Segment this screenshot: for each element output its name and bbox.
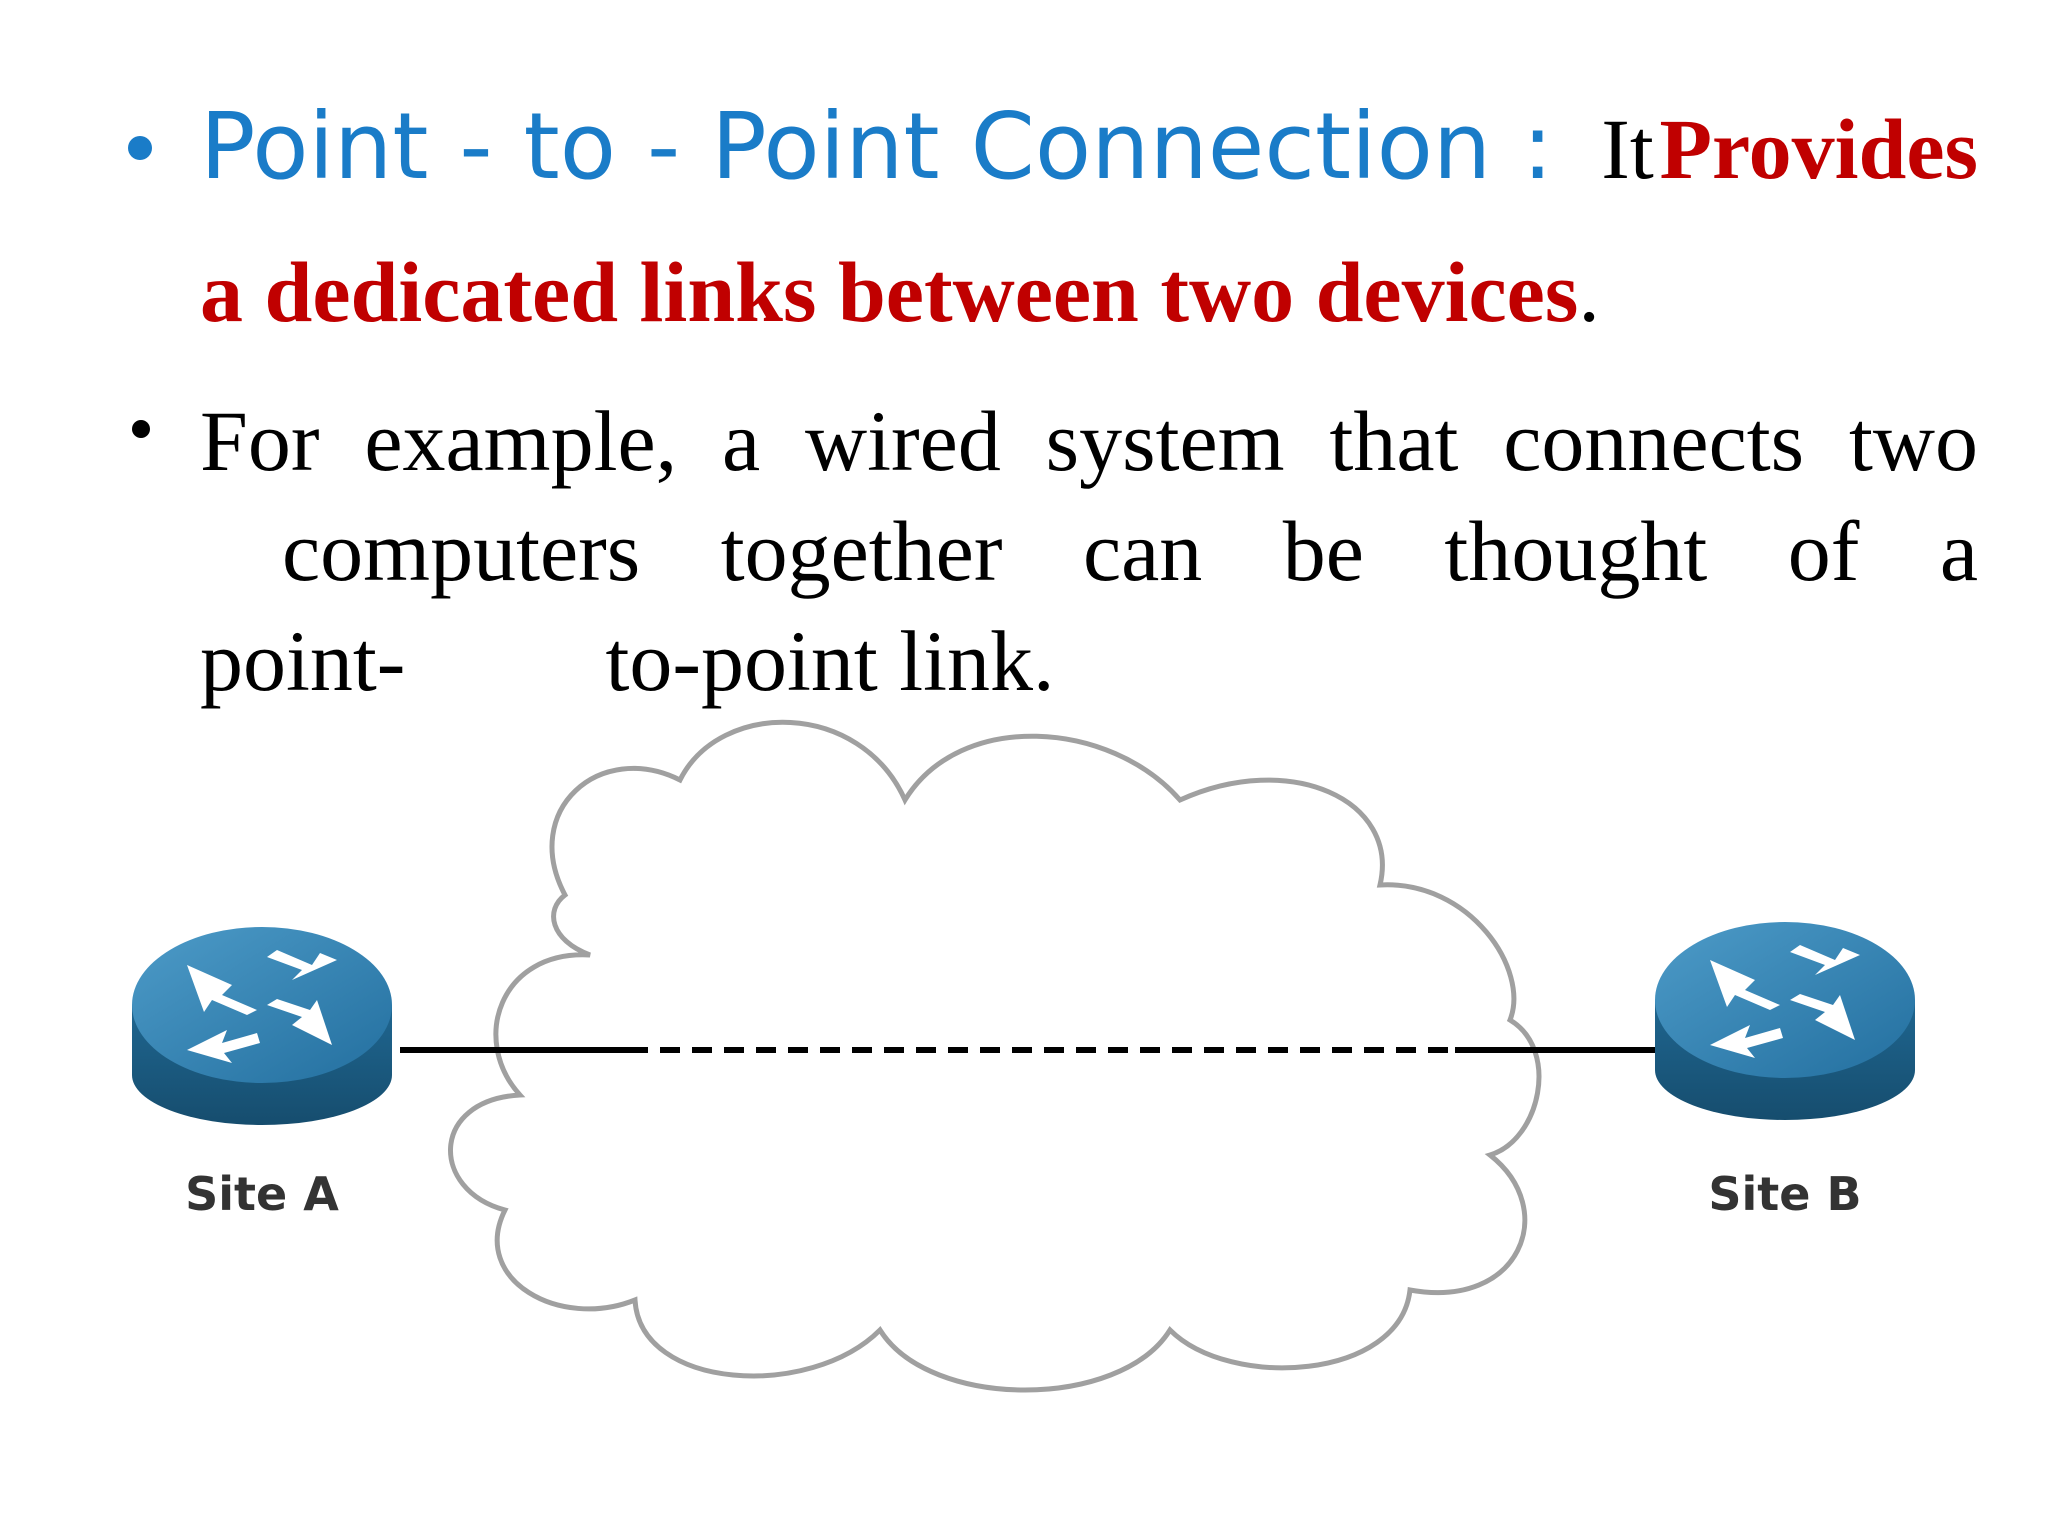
router-icon — [132, 927, 392, 1125]
bullet-item-point-to-point: Point - to - Point Connection : It Provid… — [128, 88, 1978, 376]
site-b-label: Site B — [1708, 1167, 1861, 1221]
emphasis-text-dedicated-links: a dedicated links between two devices — [200, 244, 1579, 340]
cloud-icon — [448, 719, 1542, 1393]
site-a-label: Site A — [185, 1167, 339, 1221]
example-line-3-part-a: point- — [200, 613, 406, 709]
example-line-3-part-b: to-point link. — [605, 613, 1055, 709]
example-line-3: point-to-point link. — [200, 606, 1978, 716]
example-line-2: computers together can be thought of a — [282, 503, 1978, 599]
bullet-item-example: For example, a wired system that connect… — [128, 386, 1978, 716]
bullet-dot-icon — [132, 420, 150, 438]
bullet-lead-text: It — [1601, 101, 1654, 197]
example-line-1: For example, a wired system that connect… — [200, 393, 1978, 489]
bullet-dot-icon — [128, 136, 152, 160]
bullet-list: Point - to - Point Connection : It Provid… — [128, 88, 1978, 716]
router-icon — [1655, 922, 1915, 1120]
bullet-trailing-period: . — [1578, 244, 1600, 340]
emphasis-text-provides: Provides — [1659, 101, 1979, 197]
point-to-point-diagram: Site A Site B — [132, 719, 1915, 1393]
bullet-heading: Point - to - Point Connection : — [200, 93, 1554, 200]
